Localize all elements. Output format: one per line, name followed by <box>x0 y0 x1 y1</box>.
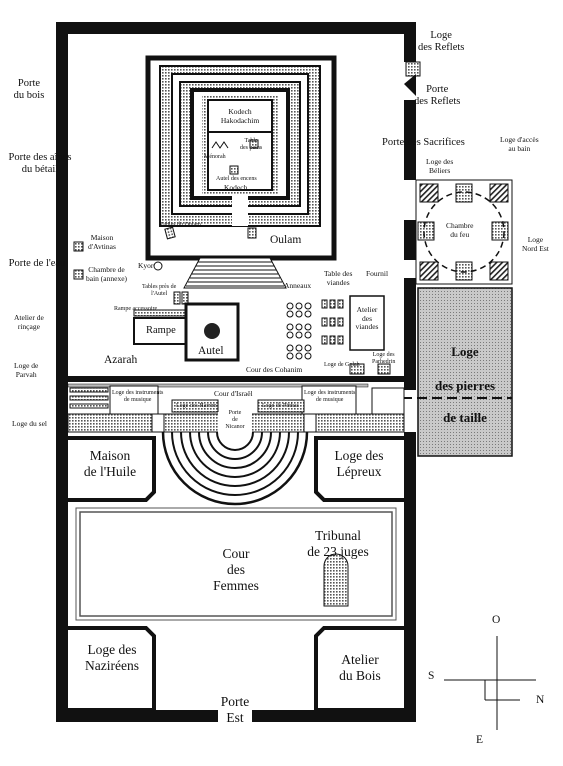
label-loge-instruments-right: Loge des instruments de musique <box>304 390 356 403</box>
label-loge-instruments-left: Loge des instruments de musique <box>112 390 164 403</box>
meat-tables <box>321 299 344 345</box>
steps <box>183 257 287 289</box>
compass-east: E <box>476 734 484 746</box>
label-porte-est: Porte Est <box>220 694 250 725</box>
compass-west: O <box>492 614 501 626</box>
label-fournil: Fournil <box>366 269 389 278</box>
label-loge-nazireens: Loge des Naziréens <box>85 642 139 673</box>
label-oulam: Oulam <box>270 234 302 246</box>
label-autel: Autel <box>198 345 224 357</box>
label-maison-avtinas: Maison d'Avtinas <box>88 233 116 251</box>
label-porte-bois: Porte du bois <box>13 78 45 101</box>
fire-chamber-block <box>415 179 513 285</box>
label-loge-lepreux: Loge des Lépreux <box>334 448 384 479</box>
sanctuary <box>145 55 337 261</box>
label-table-viandes: Table des viandes <box>324 269 353 287</box>
label-autel-encens: Autel des encens <box>216 176 257 182</box>
label-atelier-bois: Atelier du Bois <box>339 652 381 683</box>
altar-area <box>133 302 240 362</box>
label-loge-pierres-1: Loge <box>451 344 479 359</box>
label-maison-huile: Maison de l'Huile <box>83 448 137 479</box>
label-tables-autel: Tables près de l'Autel <box>142 284 177 297</box>
label-atelier-rincage: Atelier de rinçage <box>14 313 44 331</box>
label-chambre-feu: Chambre du feu <box>446 221 474 239</box>
label-loge-acces-bain: Loge d'accès au bain <box>500 135 539 153</box>
outer-wall <box>56 22 416 722</box>
compass <box>444 636 536 730</box>
label-loge-pinhas: Loge de Pinhas <box>262 403 299 409</box>
label-chambre-bain: Chambre de bain (annexe) <box>86 265 128 283</box>
label-table-pains: Table des pains <box>240 138 263 151</box>
label-azarah: Azarah <box>104 354 138 366</box>
label-kodech-hakodachim: Kodech Hakodachim <box>220 107 260 125</box>
label-loge-harrim: Loge des Harrim <box>176 403 217 409</box>
label-kyor: Kyor <box>138 261 154 270</box>
label-porte-eau: Porte de l'eau <box>8 258 66 269</box>
semicircular-steps <box>161 431 309 506</box>
rings <box>286 302 312 360</box>
label-porte-reflets: Porte des Reflets <box>414 84 461 107</box>
inner-courts <box>67 376 405 434</box>
label-atelier-viandes: Atelier des viandes <box>355 305 379 331</box>
label-loge-golah: Loge de Golah <box>324 362 360 368</box>
label-tables-oulam: Tables du Oulam <box>160 222 201 228</box>
label-loge-parvah: Loge de Parvah <box>14 361 39 379</box>
label-loge-reflets: Loge des Reflets <box>418 30 465 53</box>
label-porte-nicanor: Porte de Nicanor <box>225 410 245 430</box>
label-anneaux: Anneaux <box>284 281 312 290</box>
women-court <box>68 436 404 712</box>
label-loge-nord-est: Loge Nord Est <box>522 235 549 253</box>
label-rampe: Rampe <box>146 325 176 336</box>
label-porte-sacrifices: Porte des Sacrifices <box>382 137 465 148</box>
label-loge-beliers: Loge des Béliers <box>426 157 454 175</box>
label-menorah: Ménorah <box>204 154 226 160</box>
compass-south: S <box>428 670 435 682</box>
label-tribunal: Tribunal de 23 juges <box>307 528 369 559</box>
label-loge-parhedrin: Loge des Parhedrin <box>372 352 396 365</box>
label-loge-sel: Loge du sel <box>12 419 47 428</box>
stone-room <box>417 287 513 457</box>
label-cour-israel: Cour d'Israël <box>214 389 253 398</box>
label-kodech: Kodech <box>224 183 248 192</box>
label-cour-femmes: Cour des Femmes <box>213 546 259 593</box>
label-porte-aines: Porte des aînés du bétail <box>8 152 72 175</box>
compass-north: N <box>536 694 545 706</box>
label-loge-pierres-2: des pierres <box>434 378 496 393</box>
label-loge-pierres-3: de taille <box>443 410 487 425</box>
label-rampe-accessoire: Rampe accessoire <box>114 306 158 312</box>
label-cour-cohanim: Cour des Cohanim <box>246 365 303 374</box>
